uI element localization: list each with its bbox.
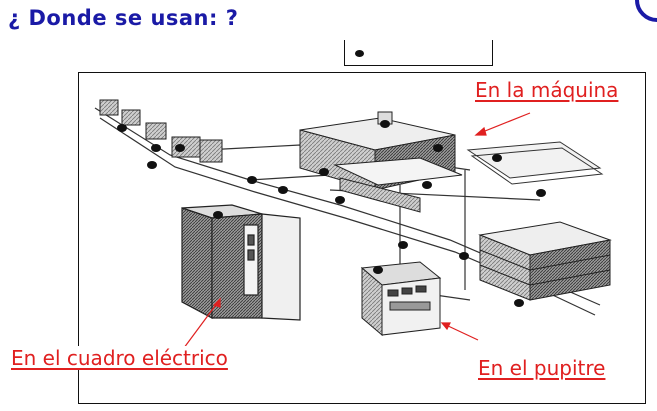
electrical-cabinet	[181, 204, 301, 321]
small-machine-modules	[99, 99, 223, 163]
page-title: ¿ Donde se usan: ?	[8, 6, 239, 30]
inset-box	[344, 40, 493, 66]
machine-block	[299, 111, 463, 213]
label-machine: En la máquina	[472, 78, 622, 102]
stacked-rack	[478, 221, 612, 301]
flat-table	[466, 141, 604, 185]
inset-node-dot	[355, 50, 364, 57]
network-nodes	[117, 120, 546, 307]
label-electrical-cabinet: En el cuadro eléctrico	[8, 346, 231, 370]
label-operator-desk: En el pupitre	[475, 356, 609, 380]
operator-desk	[360, 261, 442, 337]
